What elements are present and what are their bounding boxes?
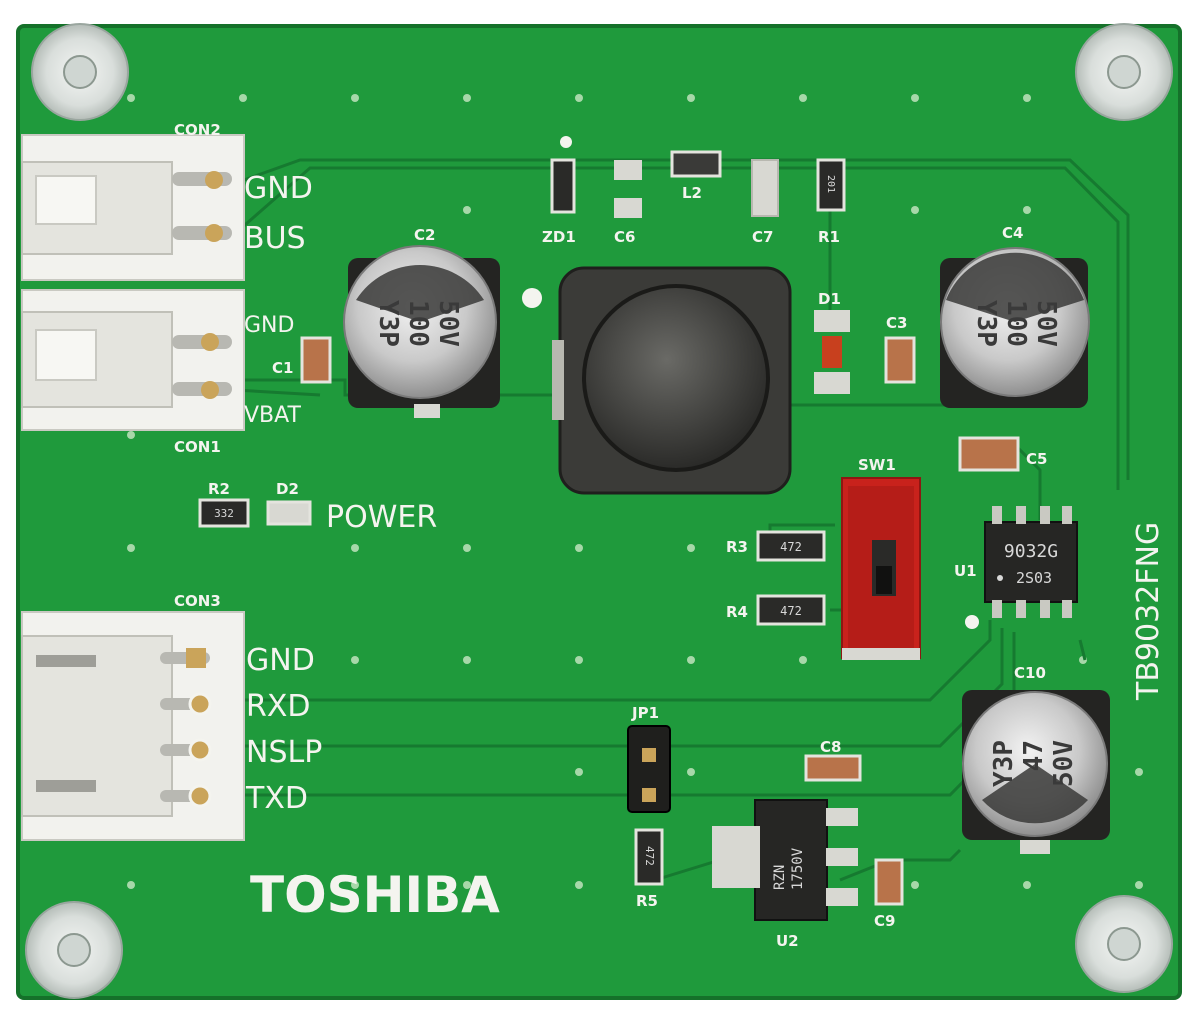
- slide-switch-sw1: [841, 477, 921, 660]
- label-c3: C3: [886, 314, 907, 332]
- c2-marking-1: Y3P: [373, 300, 403, 347]
- u1-marking-2: 2S03: [1016, 569, 1052, 587]
- capacitor-c10: Y3P 47 50V: [962, 690, 1110, 854]
- label-u1: U1: [954, 562, 977, 580]
- label-con1-pin-vbat: VBAT: [244, 403, 301, 428]
- label-c2: C2: [414, 226, 435, 244]
- capacitor-c4: Y3P 100 50V: [940, 247, 1090, 470]
- u1-marking-1: 9032G: [1004, 541, 1058, 562]
- c10-marking-1: Y3P: [989, 740, 1019, 787]
- label-power: POWER: [326, 500, 437, 535]
- pcb-board: [16, 24, 1182, 1000]
- connector-con3: [21, 611, 245, 841]
- label-c4: C4: [1002, 224, 1023, 242]
- label-con2-pin-bus: BUS: [244, 221, 306, 256]
- smd-parts: 201 332 472 472 472: [198, 150, 1020, 906]
- ic-u1: 9032G 2S03: [984, 506, 1078, 618]
- label-c6: C6: [614, 228, 635, 246]
- label-jp1: JP1: [631, 704, 659, 722]
- label-con3: CON3: [174, 592, 221, 610]
- label-con1: CON1: [174, 438, 221, 456]
- label-part-number: TB9032FNG: [1131, 522, 1166, 701]
- standoff-top-right: [1075, 23, 1173, 121]
- label-c1: C1: [272, 359, 293, 377]
- label-con3-pin-gnd: GND: [246, 643, 315, 678]
- standoff-top-left: [31, 23, 129, 121]
- label-con2-pin-gnd: GND: [244, 171, 313, 206]
- label-c8: C8: [820, 738, 841, 756]
- brand-logo-toshiba: TOSHIBA: [250, 866, 500, 924]
- c4-marking-3: 50V: [1031, 300, 1061, 347]
- jumper-jp1: [627, 725, 671, 813]
- r3-marking: 472: [780, 540, 802, 554]
- c4-marking-1: Y3P: [971, 300, 1001, 347]
- label-c10: C10: [1014, 664, 1046, 682]
- connector-con2: [21, 134, 245, 281]
- connector-con1: [21, 289, 245, 431]
- label-l2: L2: [682, 184, 702, 202]
- capacitor-c2: Y3P 100 50V: [343, 245, 500, 418]
- label-u2: U2: [776, 932, 799, 950]
- label-d2: D2: [276, 480, 299, 498]
- r1-marking: 201: [825, 175, 836, 193]
- label-con3-pin-txd: TXD: [245, 781, 308, 816]
- label-con3-pin-rxd: RXD: [246, 689, 311, 724]
- c2-marking-3: 50V: [433, 300, 463, 347]
- r4-marking: 472: [780, 604, 802, 618]
- power-inductor: [552, 266, 792, 495]
- r5-marking: 472: [643, 846, 656, 866]
- label-con3-pin-nslp: NSLP: [246, 735, 322, 770]
- c2-marking-2: 100: [403, 300, 433, 347]
- c10-marking-2: 47: [1019, 740, 1049, 771]
- label-r5: R5: [636, 892, 658, 910]
- label-c9: C9: [874, 912, 895, 930]
- label-con2: CON2: [174, 121, 221, 139]
- standoff-bottom-left: [25, 901, 123, 999]
- label-c5: C5: [1026, 450, 1047, 468]
- c10-marking-3: 50V: [1049, 740, 1079, 787]
- c4-marking-2: 100: [1001, 300, 1031, 347]
- u2-marking-2: 1750V: [790, 847, 806, 890]
- fiducial-1: [560, 136, 572, 148]
- regulator-u2: RZN 1750V: [712, 799, 858, 921]
- label-d1: D1: [818, 290, 841, 308]
- label-con1-pin-gnd: GND: [244, 313, 294, 338]
- label-r1: R1: [818, 228, 840, 246]
- silkscreen-labels: CON2 GND BUS GND VBAT CON1 CON3 GND RXD …: [174, 121, 1166, 950]
- label-r2: R2: [208, 480, 230, 498]
- u2-marking-1: RZN: [772, 865, 788, 890]
- label-zd1: ZD1: [542, 228, 576, 246]
- fiducial-3: [965, 615, 979, 629]
- label-r3: R3: [726, 538, 748, 556]
- r2-marking: 332: [214, 507, 234, 520]
- label-sw1: SW1: [858, 456, 896, 474]
- label-c7: C7: [752, 228, 773, 246]
- standoff-bottom-right: [1075, 895, 1173, 993]
- fiducial-2: [522, 288, 542, 308]
- label-r4: R4: [726, 603, 748, 621]
